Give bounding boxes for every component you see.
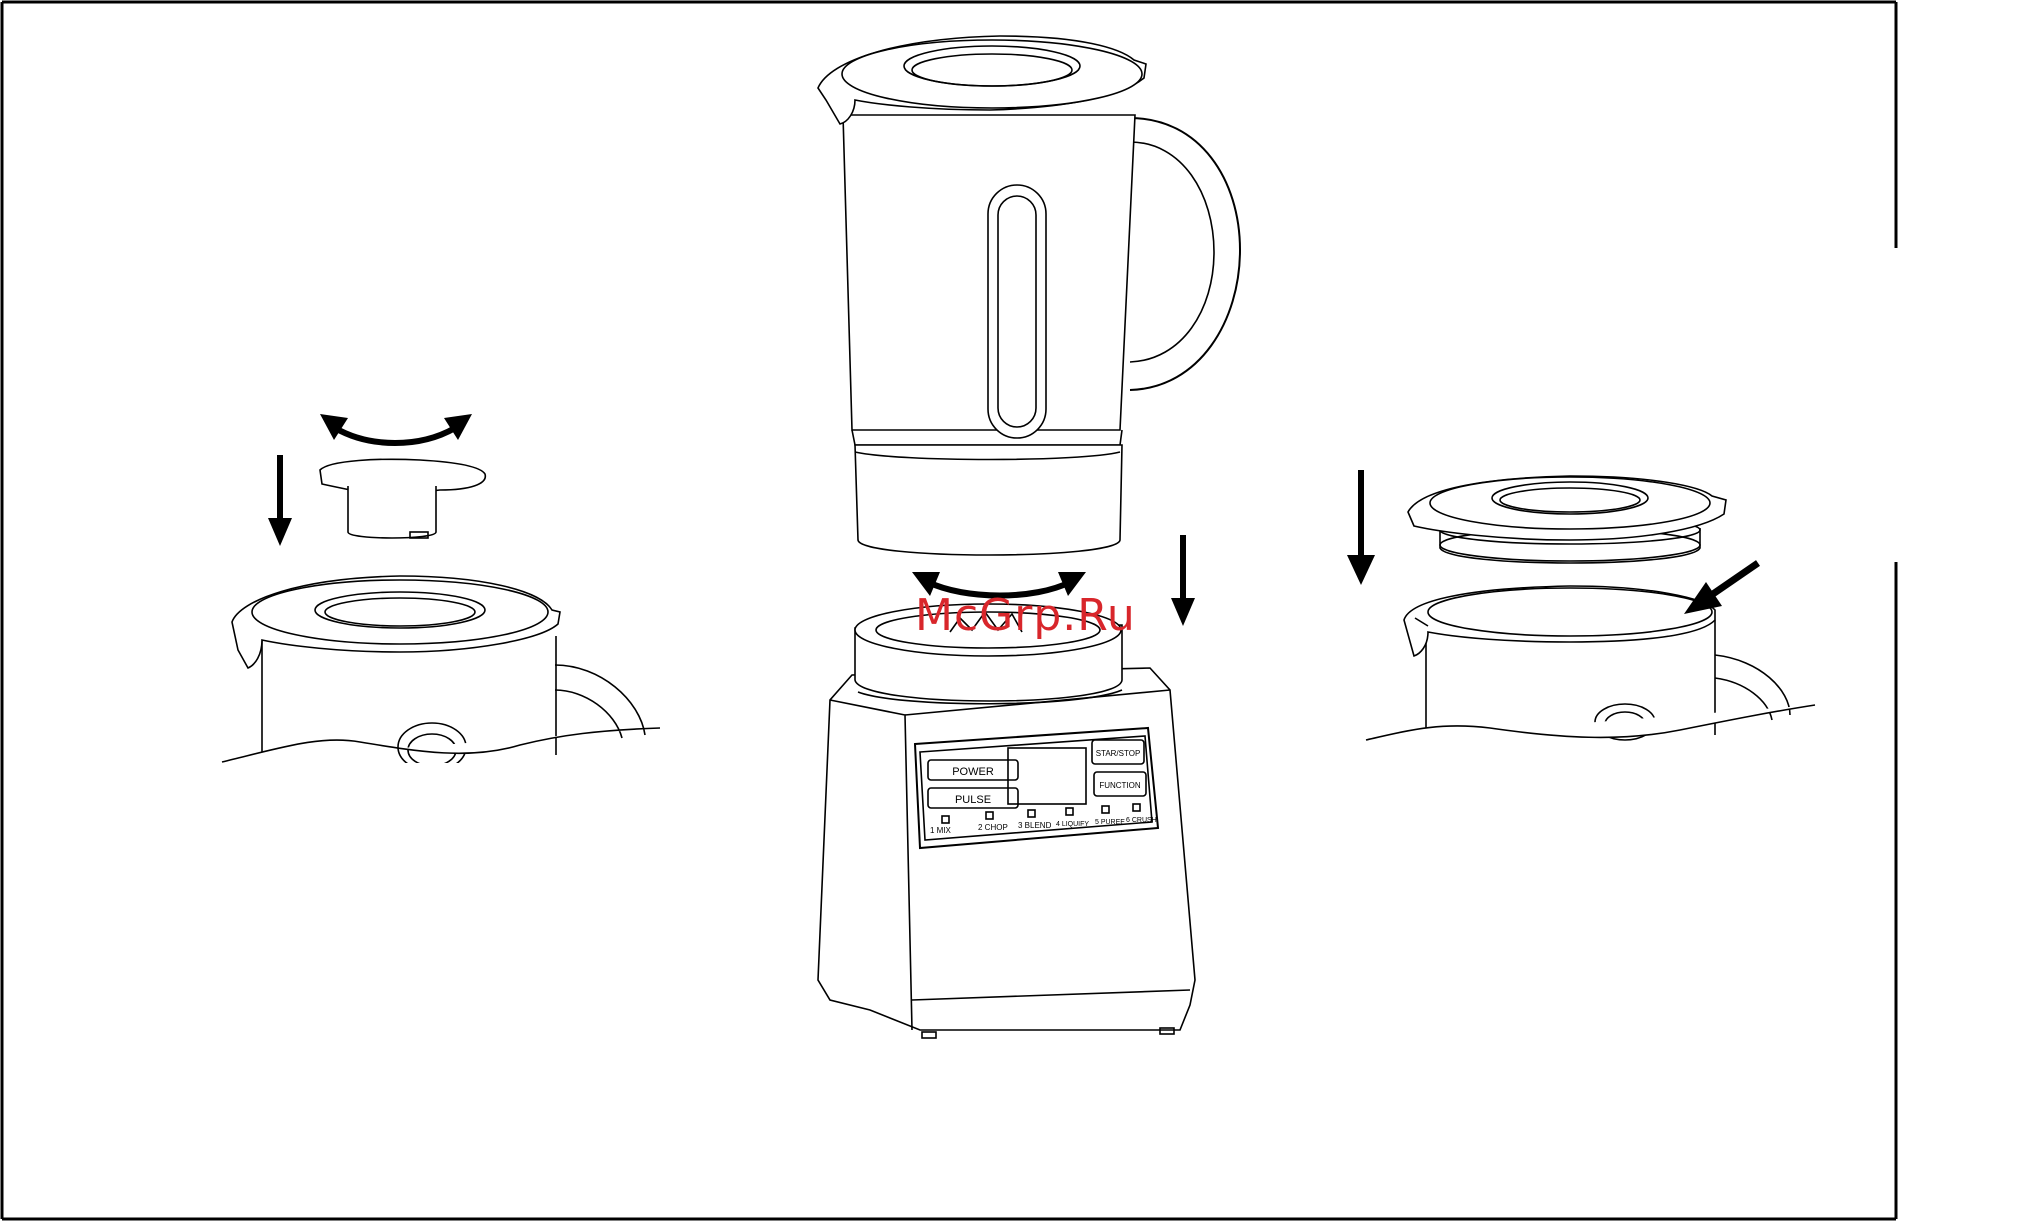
start-stop-label: STAR/STOP bbox=[1096, 749, 1141, 758]
left-lid-cap-illustration bbox=[222, 459, 672, 803]
down-arrow-icon bbox=[1347, 470, 1375, 585]
jug-illustration bbox=[818, 36, 1240, 555]
right-lid-gasket-illustration bbox=[1366, 476, 1826, 781]
function-label: FUNCTION bbox=[1099, 781, 1141, 790]
watermark-text: McGrp.Ru bbox=[915, 590, 1136, 641]
power-label: POWER bbox=[952, 766, 994, 778]
down-arrow-icon bbox=[268, 455, 292, 546]
diagonal-arrow-icon bbox=[1684, 563, 1758, 614]
curved-double-arrow-icon bbox=[320, 414, 472, 443]
mode-crush-label: 6 CRUSH bbox=[1126, 817, 1157, 824]
mode-liquify-label: 4 LIQUIFY bbox=[1056, 821, 1089, 828]
down-arrow-icon bbox=[1171, 535, 1195, 626]
mode-blend-label: 3 BLEND bbox=[1018, 821, 1052, 830]
mode-chop-label: 2 CHOP bbox=[978, 823, 1008, 832]
mode-puree-label: 5 PUREE bbox=[1095, 819, 1125, 826]
mode-mix-label: 1 MIX bbox=[930, 826, 952, 835]
pulse-label: PULSE bbox=[955, 794, 991, 806]
